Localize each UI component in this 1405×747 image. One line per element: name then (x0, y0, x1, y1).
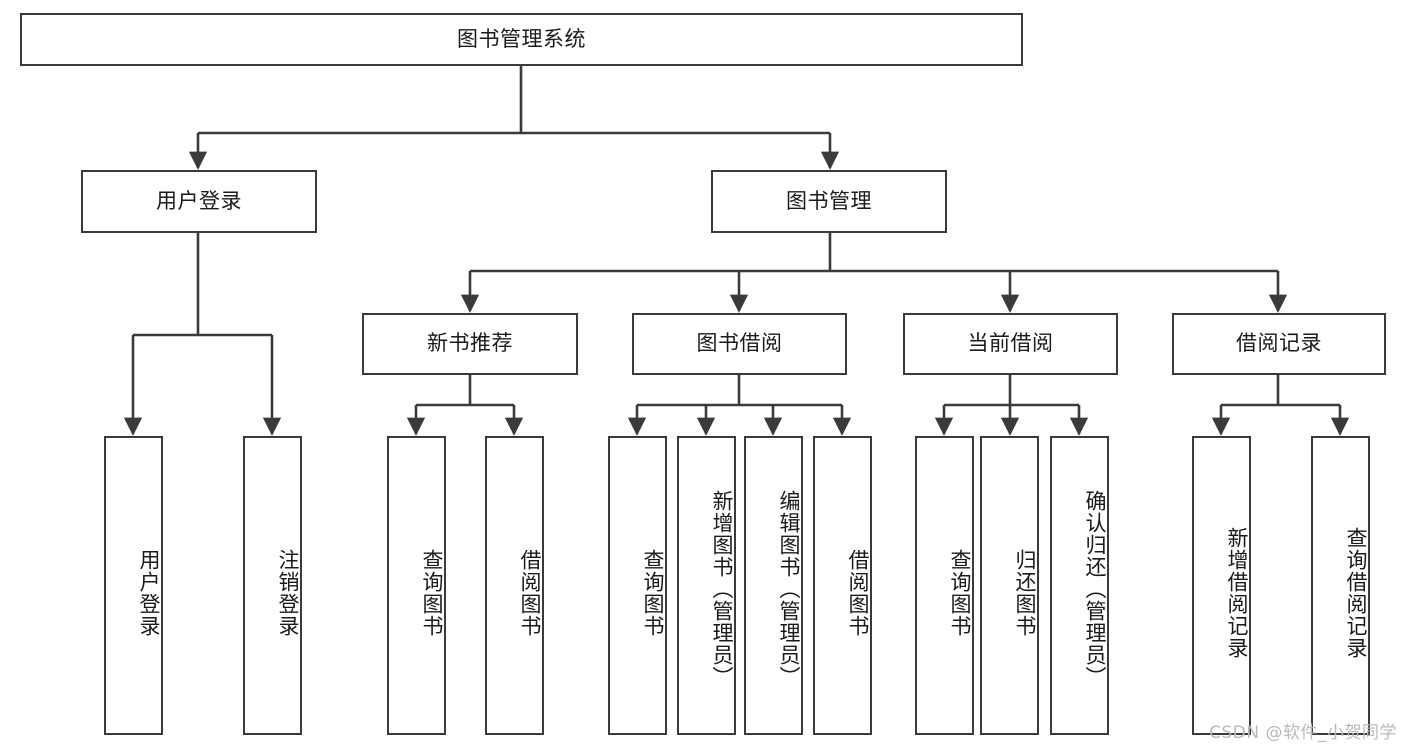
node-label: 查询图书 (641, 548, 665, 637)
node-root-book-management-system[interactable]: 图书管理系统 (20, 13, 1023, 66)
node-book-management[interactable]: 图书管理 (711, 170, 947, 233)
node-label: 借阅记录 (1236, 331, 1322, 356)
csdn-watermark: CSDN @软件_小贺同学 (1209, 723, 1397, 743)
leaf-query-borrow-record[interactable]: 查询借阅记录 (1311, 436, 1370, 735)
node-label: 图书管理 (786, 188, 872, 213)
leaf-query-book-borrow[interactable]: 查询图书 (608, 436, 667, 735)
leaf-borrow-book-new[interactable]: 借阅图书 (485, 436, 544, 735)
node-new-book-recommend[interactable]: 新书推荐 (362, 313, 578, 375)
leaf-add-book-admin[interactable]: 新增图书（管理员） (677, 436, 736, 735)
node-label: 查询借阅记录 (1344, 526, 1368, 659)
node-label: 当前借阅 (967, 331, 1054, 356)
node-label: 确认归还（管理员） (1083, 489, 1107, 688)
node-user-login[interactable]: 用户登录 (81, 170, 317, 233)
node-label: 查询图书 (420, 548, 444, 637)
node-label: 新书推荐 (427, 331, 513, 356)
leaf-add-borrow-record[interactable]: 新增借阅记录 (1192, 436, 1251, 735)
leaf-query-book-current[interactable]: 查询图书 (915, 436, 974, 735)
node-label: 用户登录 (156, 188, 242, 213)
leaf-edit-book-admin[interactable]: 编辑图书（管理员） (744, 436, 803, 735)
leaf-confirm-return-admin[interactable]: 确认归还（管理员） (1050, 436, 1109, 735)
node-label: 新增借阅记录 (1225, 526, 1249, 659)
leaf-query-book-new[interactable]: 查询图书 (387, 436, 446, 735)
node-label: 用户登录 (137, 548, 161, 637)
node-label: 图书借阅 (696, 331, 783, 356)
node-label: 借阅图书 (846, 548, 870, 637)
node-label: 借阅图书 (518, 548, 542, 637)
leaf-return-book[interactable]: 归还图书 (980, 436, 1039, 735)
node-label: 新增图书（管理员） (710, 489, 734, 688)
node-current-borrow[interactable]: 当前借阅 (903, 313, 1118, 375)
leaf-borrow-book[interactable]: 借阅图书 (813, 436, 872, 735)
node-book-borrow[interactable]: 图书借阅 (632, 313, 847, 375)
node-label: 编辑图书（管理员） (777, 489, 801, 688)
node-borrow-record[interactable]: 借阅记录 (1172, 313, 1386, 375)
leaf-user-login[interactable]: 用户登录 (104, 436, 163, 735)
node-label: 图书管理系统 (457, 26, 586, 51)
leaf-logout[interactable]: 注销登录 (243, 436, 302, 735)
node-label: 注销登录 (276, 548, 300, 637)
node-label: 查询图书 (948, 548, 972, 637)
node-label: 归还图书 (1013, 548, 1037, 637)
